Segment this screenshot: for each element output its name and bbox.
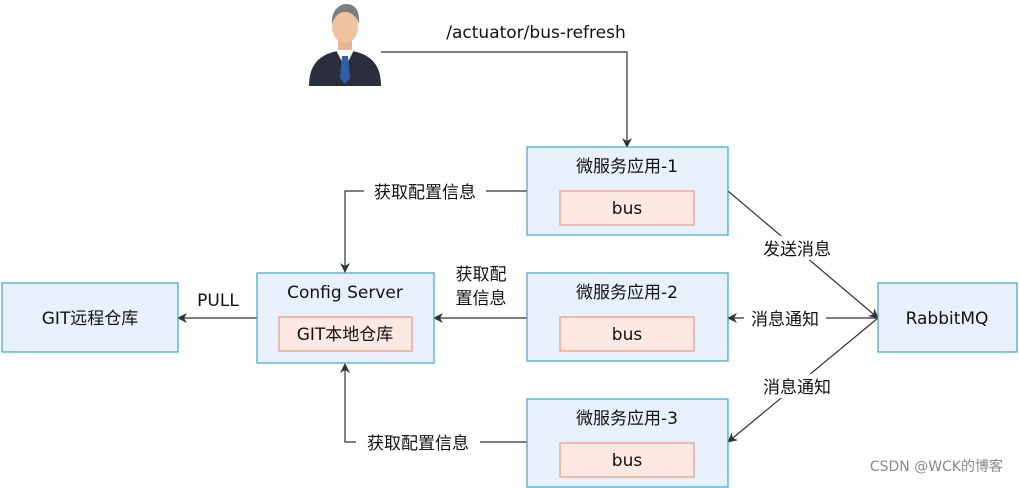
node-rabbitmq: RabbitMQ bbox=[877, 282, 1018, 353]
node-service-2-bus-label: bus bbox=[612, 325, 643, 345]
node-service-3-bus bbox=[559, 442, 695, 478]
node-service-1-bus bbox=[559, 190, 695, 226]
edge-label-fetch-2a: 获取配 bbox=[456, 265, 507, 285]
edge-label-pull: PULL bbox=[197, 291, 239, 311]
node-git-remote-title: GIT远程仓库 bbox=[42, 309, 139, 329]
node-config-server-git-local bbox=[278, 316, 413, 352]
edge-pull: PULL bbox=[177, 291, 257, 323]
node-config-server: Config Server GIT本地仓库 bbox=[256, 272, 435, 364]
edge-label-send: 发送消息 bbox=[763, 240, 831, 260]
node-service-1-bus-label: bus bbox=[612, 199, 643, 219]
edge-fetch-3: 获取配置信息 bbox=[340, 363, 527, 454]
edge-label-fetch-2b: 置信息 bbox=[456, 289, 507, 309]
node-service-2-title: 微服务应用-2 bbox=[576, 283, 678, 303]
edge-label-refresh: /actuator/bus-refresh bbox=[446, 23, 625, 43]
edge-label-notify-3: 消息通知 bbox=[763, 378, 831, 398]
node-service-3: 微服务应用-3 bus bbox=[526, 398, 729, 488]
edge-notify-3: 消息通知 bbox=[727, 317, 879, 443]
edge-label-fetch-1: 获取配置信息 bbox=[374, 183, 476, 203]
node-service-3-bus-label: bus bbox=[612, 451, 643, 471]
edge-label-fetch-3: 获取配置信息 bbox=[367, 434, 469, 454]
node-service-2-bus bbox=[559, 316, 695, 352]
node-service-1: 微服务应用-1 bus bbox=[526, 146, 729, 236]
node-rabbitmq-title: RabbitMQ bbox=[906, 309, 989, 329]
node-service-1-title: 微服务应用-1 bbox=[576, 157, 678, 177]
edge-notify-2: 消息通知 bbox=[727, 306, 878, 330]
watermark: CSDN @WCK的博客 bbox=[869, 459, 1003, 475]
edge-fetch-2: 获取配 置信息 bbox=[433, 265, 527, 323]
edge-refresh: /actuator/bus-refresh bbox=[381, 23, 632, 148]
node-service-3-title: 微服务应用-3 bbox=[576, 409, 678, 429]
businessman-icon bbox=[309, 4, 381, 86]
node-config-server-git-local-label: GIT本地仓库 bbox=[297, 325, 394, 345]
node-config-server-title: Config Server bbox=[287, 283, 403, 303]
edge-label-notify-2: 消息通知 bbox=[751, 310, 819, 330]
edge-fetch-1: 获取配置信息 bbox=[340, 179, 527, 273]
node-git-remote: GIT远程仓库 bbox=[1, 282, 179, 353]
node-service-2: 微服务应用-2 bus bbox=[526, 272, 729, 362]
edge-send: 发送消息 bbox=[727, 190, 879, 319]
